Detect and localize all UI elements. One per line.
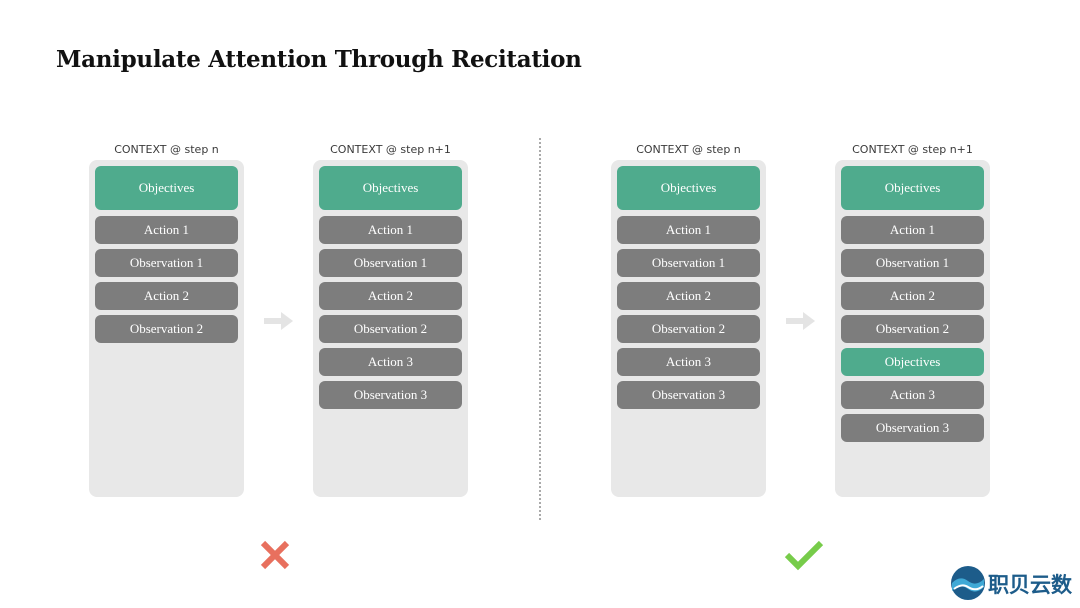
logo-text: 职贝云数 — [988, 573, 1072, 597]
observation-block: Observation 2 — [95, 315, 238, 343]
action-block: Action 2 — [617, 282, 760, 310]
action-block: Action 2 — [95, 282, 238, 310]
observation-block: Observation 2 — [841, 315, 984, 343]
logo-icon — [951, 566, 985, 600]
context-panel-right-step-n-plus-1: Objectives Action 1 Observation 1 Action… — [835, 160, 990, 497]
context-label-left-step-n: CONTEXT @ step n — [114, 143, 219, 156]
cross-icon — [260, 540, 290, 570]
action-block: Action 2 — [319, 282, 462, 310]
observation-block: Observation 1 — [319, 249, 462, 277]
action-block: Action 3 — [319, 348, 462, 376]
objectives-block: Objectives — [841, 166, 984, 210]
objectives-block: Objectives — [319, 166, 462, 210]
action-block: Action 1 — [319, 216, 462, 244]
recited-objectives-block: Objectives — [841, 348, 984, 376]
action-block: Action 1 — [617, 216, 760, 244]
right-arrow-icon — [786, 312, 815, 330]
context-label-left-step-n-plus-1: CONTEXT @ step n+1 — [330, 143, 451, 156]
action-block: Action 1 — [95, 216, 238, 244]
context-panel-left-step-n: Objectives Action 1 Observation 1 Action… — [89, 160, 244, 497]
right-arrow-icon — [264, 312, 293, 330]
context-label-right-step-n-plus-1: CONTEXT @ step n+1 — [852, 143, 973, 156]
checkmark-icon — [784, 540, 824, 571]
context-panel-right-step-n: Objectives Action 1 Observation 1 Action… — [611, 160, 766, 497]
context-label-right-step-n: CONTEXT @ step n — [636, 143, 741, 156]
objectives-block: Objectives — [95, 166, 238, 210]
observation-block: Observation 1 — [841, 249, 984, 277]
observation-block: Observation 3 — [617, 381, 760, 409]
objectives-block: Objectives — [617, 166, 760, 210]
dotted-divider — [539, 138, 541, 520]
observation-block: Observation 3 — [841, 414, 984, 442]
action-block: Action 1 — [841, 216, 984, 244]
action-block: Action 2 — [841, 282, 984, 310]
observation-block: Observation 3 — [319, 381, 462, 409]
action-block: Action 3 — [617, 348, 760, 376]
observation-block: Observation 2 — [617, 315, 760, 343]
observation-block: Observation 2 — [319, 315, 462, 343]
page-title: Manipulate Attention Through Recitation — [56, 46, 582, 73]
observation-block: Observation 1 — [617, 249, 760, 277]
action-block: Action 3 — [841, 381, 984, 409]
observation-block: Observation 1 — [95, 249, 238, 277]
context-panel-left-step-n-plus-1: Objectives Action 1 Observation 1 Action… — [313, 160, 468, 497]
